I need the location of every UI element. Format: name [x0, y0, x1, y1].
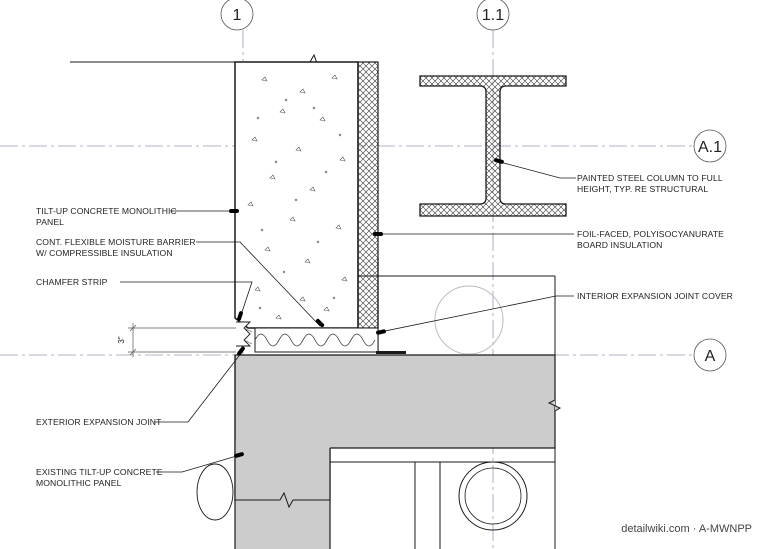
note-existing-panel-line-2: MONOLITHIC PANEL	[36, 478, 122, 488]
concrete-stipple	[247, 74, 348, 320]
existing-pipe-lower-inner	[464, 467, 522, 525]
dot-chamfer-strip	[237, 311, 243, 321]
dot-steel-column	[494, 158, 504, 164]
dot-existing-panel	[234, 452, 244, 458]
note-board-insulation-line-1: FOIL-FACED, POLYISOCYANURATE	[577, 229, 724, 239]
note-tilt-up-panel-line-2: PANEL	[36, 217, 64, 227]
grid-bubbles	[220, 0, 727, 372]
leader-steel-column	[499, 161, 576, 179]
grid-bubble-a	[693, 338, 727, 372]
note-tilt-up-panel: TILT-UP CONCRETE MONOLITHIC PANEL	[36, 206, 179, 227]
slab-break-mark	[547, 395, 562, 448]
grid-bubble-1	[220, 0, 254, 31]
grid-label-1: 1	[233, 7, 242, 24]
existing-pipe-lower	[458, 461, 528, 531]
grid-label-1-1: 1.1	[482, 7, 504, 24]
dot-interior-joint	[376, 329, 386, 335]
note-tilt-up-panel-line-1: TILT-UP CONCRETE MONOLITHIC	[36, 206, 177, 216]
dot-moisture-barrier	[315, 318, 325, 328]
existing-building-outline	[330, 275, 556, 549]
note-existing-panel: EXISTING TILT-UP CONCRETE MONOLITHIC PAN…	[36, 467, 165, 488]
bottom-break-line	[235, 491, 330, 509]
exterior-expansion-joint	[236, 321, 253, 347]
note-moisture-barrier: CONT. FLEXIBLE MOISTURE BARRIER W/ COMPR…	[36, 237, 198, 258]
note-existing-panel-line-1: EXISTING TILT-UP CONCRETE	[36, 467, 163, 477]
board-insulation	[357, 61, 379, 329]
leader-chamfer-strip	[120, 281, 253, 319]
leader-moisture-barrier	[196, 241, 321, 327]
note-exterior-joint: EXTERIOR EXPANSION JOINT	[36, 417, 162, 427]
tilt-up-concrete-panel	[234, 61, 359, 329]
dot-board-insulation	[373, 232, 383, 236]
note-steel-column: PAINTED STEEL COLUMN TO FULL HEIGHT, TYP…	[577, 173, 725, 194]
steel-column	[419, 75, 567, 217]
leader-interior-joint	[379, 295, 574, 333]
existing-pipe-left	[196, 463, 234, 521]
dimension-3in	[128, 323, 236, 357]
dimension-label: 3"	[117, 336, 126, 343]
interior-joint-cover-plate	[376, 351, 406, 354]
note-steel-column-line-1: PAINTED STEEL COLUMN TO FULL	[577, 173, 723, 183]
leader-existing-panel	[156, 454, 241, 473]
leader-dots	[229, 158, 504, 458]
note-interior-joint-cover: INTERIOR EXPANSION JOINT COVER	[577, 291, 733, 301]
grid-bubble-a1	[693, 129, 727, 163]
note-chamfer-strip: CHAMFER STRIP	[36, 277, 108, 287]
note-board-insulation-line-2: BOARD INSULATION	[577, 240, 662, 250]
batt-loops	[254, 333, 376, 347]
grid-label-a1: A.1	[698, 139, 722, 156]
note-board-insulation: FOIL-FACED, POLYISOCYANURATE BOARD INSUL…	[577, 229, 727, 250]
note-steel-column-line-2: HEIGHT, TYP. RE STRUCTURAL	[577, 184, 708, 194]
grid-bubble-1-1	[476, 0, 510, 31]
grid-label-a: A	[705, 348, 716, 365]
compressible-insulation	[254, 327, 379, 353]
existing-tilt-up-panel	[235, 440, 330, 549]
existing-pipe-upper	[434, 285, 504, 355]
dot-tilt-up-panel	[229, 209, 239, 213]
credit-text: detailwiki.com · A-MWNPP	[621, 523, 752, 535]
note-moisture-barrier-line-2: W/ COMPRESSIBLE INSULATION	[36, 248, 173, 258]
leader-exterior-joint	[154, 351, 243, 423]
note-moisture-barrier-line-1: CONT. FLEXIBLE MOISTURE BARRIER	[36, 237, 196, 247]
dot-exterior-joint	[237, 346, 245, 356]
leader-lines	[120, 161, 576, 473]
